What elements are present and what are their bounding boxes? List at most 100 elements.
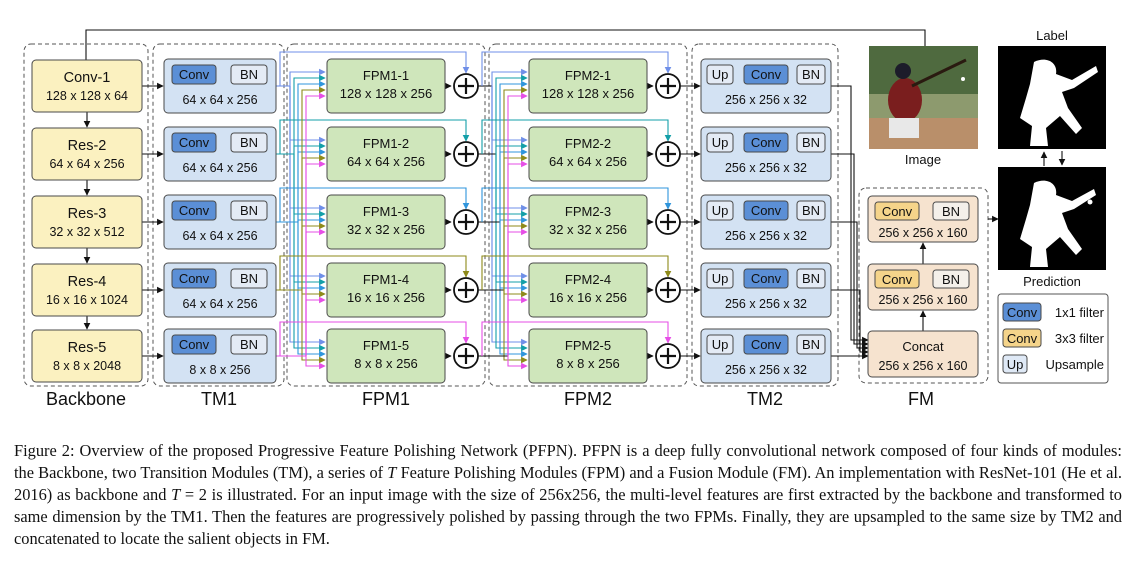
label-mask-silhouette [1020, 59, 1098, 146]
fpm2-block-dims: 8 x 8 x 256 [556, 356, 620, 371]
tm1-to-fpm1-line [297, 222, 326, 358]
tm2-block-dims: 256 x 256 x 32 [725, 363, 807, 377]
fpm1-to-fpm2-line [495, 154, 528, 352]
fpm2-residual-line [481, 255, 672, 290]
fpm2-block-dims: 32 x 32 x 256 [549, 222, 627, 237]
caption-part-1: Figure 2: Overview of the proposed Progr… [14, 441, 1122, 482]
backbone-title: Backbone [46, 389, 126, 409]
tm2-to-concat-arrow [831, 221, 869, 352]
input-image-dirt [869, 118, 978, 149]
fpm2-block [528, 328, 648, 384]
backbone-block [31, 263, 143, 317]
fpm1-block-name: FPM1-1 [363, 68, 409, 83]
prediction-mask-ball [1087, 199, 1093, 205]
fpm1-residual-line [279, 119, 470, 154]
tm1-to-fpm1-line [293, 154, 326, 286]
fpm1-to-fpm2-line [507, 160, 528, 356]
input-image-ball [961, 77, 965, 81]
legend-swatch [1002, 354, 1028, 374]
legend-description: 1x1 filter [1055, 305, 1105, 320]
tm1-conv-label: Conv [179, 203, 210, 218]
fpm2-block-name: FPM2-3 [565, 204, 611, 219]
tm1-block-dims: 64 x 64 x 256 [182, 229, 257, 243]
fpm2-title: FPM2 [564, 389, 612, 409]
prediction-mask-image [998, 167, 1106, 270]
fpm1-residual-line [279, 187, 470, 222]
fpm1-residual-line [279, 321, 470, 356]
tm2-bn-box [796, 200, 826, 221]
backbone-block-name: Res-3 [68, 206, 107, 222]
tm1-conv-box [171, 132, 217, 153]
fpm2-block [528, 58, 648, 114]
fm-mid-conv-label: Conv [882, 272, 913, 287]
fpm2-residual-line [481, 119, 672, 154]
fpm2-plus-icon-sign [660, 282, 676, 298]
fpm1-to-fpm2-line [491, 86, 528, 346]
tm1-to-fpm1-line [293, 74, 326, 154]
tm2-conv-label: Conv [751, 271, 782, 286]
tm1-conv-box [171, 268, 217, 289]
fm-mid-bn-box [932, 269, 970, 289]
fpm1-plus-icon-sign [458, 146, 474, 162]
fpm1-to-fpm2-line [491, 86, 528, 144]
prediction-mask-silhouette [1020, 180, 1096, 267]
tm2-bn-box [796, 132, 826, 153]
backbone-block-name: Conv-1 [64, 70, 111, 86]
backbone-block-dims: 64 x 64 x 256 [49, 157, 124, 171]
fpm2-residual-line [481, 187, 672, 222]
legend-swatch [1002, 302, 1042, 322]
fm-top-bn-label: BN [942, 204, 960, 219]
legend-description: Upsample [1045, 357, 1104, 372]
fpm2-block-name: FPM2-4 [565, 272, 611, 287]
backbone-block [31, 127, 143, 181]
backbone-block-dims: 32 x 32 x 512 [49, 225, 124, 239]
tm2-up-label: Up [712, 337, 729, 352]
legend-key-label: Conv [1007, 305, 1038, 320]
tm2-bn-label: BN [802, 135, 820, 150]
fm-mid-conv-box [874, 269, 920, 289]
fpm2-block-name: FPM2-1 [565, 68, 611, 83]
tm2-bn-label: BN [802, 203, 820, 218]
fpm1-to-fpm2-line [499, 148, 528, 222]
fpm2-plus-icon-sign [660, 146, 676, 162]
fpm2-block-dims: 128 x 128 x 256 [542, 86, 635, 101]
input-image-bat [911, 58, 967, 88]
tm2-bn-box [796, 268, 826, 289]
tm2-bn-box [796, 64, 826, 85]
fpm2-group [488, 43, 688, 387]
fpm1-to-fpm2-line [507, 296, 528, 356]
input-image-pants [889, 118, 919, 138]
tm2-conv-box [743, 132, 789, 153]
tm2-up-box [706, 200, 734, 221]
tm1-bn-label: BN [240, 337, 258, 352]
tm1-to-fpm1-line [301, 290, 326, 364]
tm1-block-dims: 64 x 64 x 256 [182, 93, 257, 107]
fpm1-title: FPM1 [362, 389, 410, 409]
fm-top-bn-box [932, 201, 970, 221]
tm1-to-fpm1-line [293, 154, 326, 218]
tm1-to-fpm1-line [305, 296, 326, 356]
tm1-to-fpm1-line [289, 68, 326, 86]
tm2-up-label: Up [712, 271, 729, 286]
tm2-bn-label: BN [802, 337, 820, 352]
fpm1-block [326, 58, 446, 114]
fm-top-conv-box [874, 201, 920, 221]
tm2-up-box [706, 268, 734, 289]
tm1-to-fpm1-line [297, 148, 326, 222]
fpm2-block [528, 194, 648, 250]
fm-top-dims: 256 x 256 x 160 [879, 226, 968, 240]
tm1-block-dims: 8 x 8 x 256 [189, 363, 250, 377]
label-caption: Label [1036, 28, 1068, 43]
image-caption: Image [905, 152, 941, 167]
tm2-to-concat-arrow [831, 153, 869, 348]
tm1-block-dims: 64 x 64 x 256 [182, 297, 257, 311]
fpm1-to-fpm2-line [503, 290, 528, 364]
fpm2-plus-icon-sign [660, 348, 676, 364]
tm2-group [691, 43, 839, 387]
fpm1-block-name: FPM1-5 [363, 338, 409, 353]
tm1-bn-label: BN [240, 67, 258, 82]
fpm1-plus-icon-sign [458, 282, 474, 298]
fpm1-to-fpm2-line [491, 86, 528, 280]
fpm1-block-name: FPM1-2 [363, 136, 409, 151]
legend-key-label: Conv [1007, 331, 1038, 346]
